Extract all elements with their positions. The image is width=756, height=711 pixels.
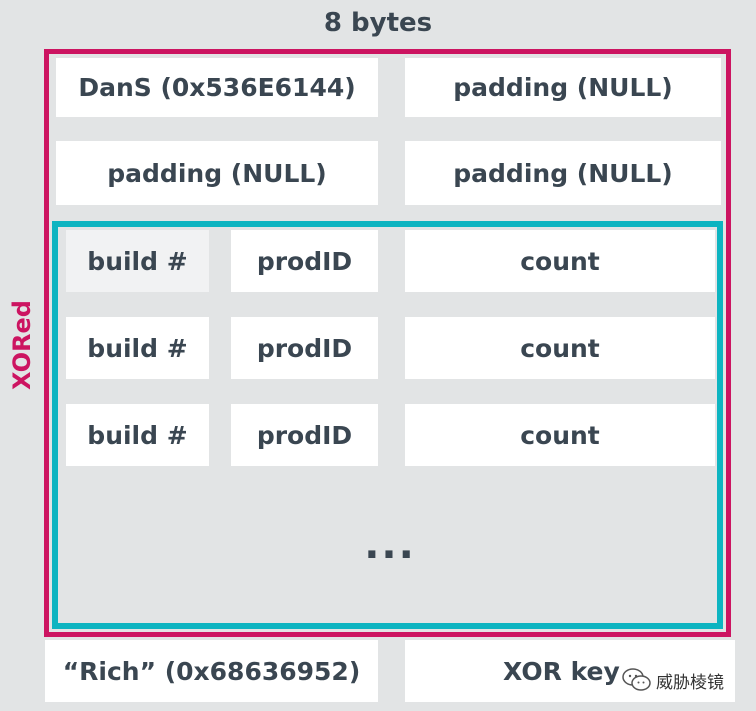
count-cell: count: [405, 230, 715, 292]
dans-signature-cell: DanS (0x536E6144): [56, 58, 378, 117]
xor-key-cell: XOR key: [405, 640, 735, 702]
entries-region-border: [52, 221, 723, 629]
build-number-cell: build #: [66, 317, 209, 379]
padding-cell: padding (NULL): [405, 141, 721, 205]
prodid-cell: prodID: [231, 404, 378, 466]
build-number-cell: build #: [66, 404, 209, 466]
watermark: 威胁棱镜: [622, 662, 752, 698]
padding-cell: padding (NULL): [56, 141, 378, 205]
build-number-cell: build #: [66, 230, 209, 292]
xored-region-border: [44, 49, 731, 637]
count-cell: count: [405, 404, 715, 466]
count-cell: count: [405, 317, 715, 379]
prodid-cell: prodID: [231, 317, 378, 379]
wechat-logo-icon: [622, 668, 651, 691]
xored-side-label: XORed: [4, 260, 40, 430]
more-entries-ellipsis: ...: [364, 522, 416, 568]
bytes-width-title: 8 bytes: [323, 8, 433, 38]
rich-signature-cell: “Rich” (0x68636952): [45, 640, 378, 702]
padding-cell: padding (NULL): [405, 58, 721, 117]
xored-label-text: XORed: [8, 300, 36, 390]
prodid-cell: prodID: [231, 230, 378, 292]
watermark-text: 威胁棱镜: [656, 672, 724, 693]
